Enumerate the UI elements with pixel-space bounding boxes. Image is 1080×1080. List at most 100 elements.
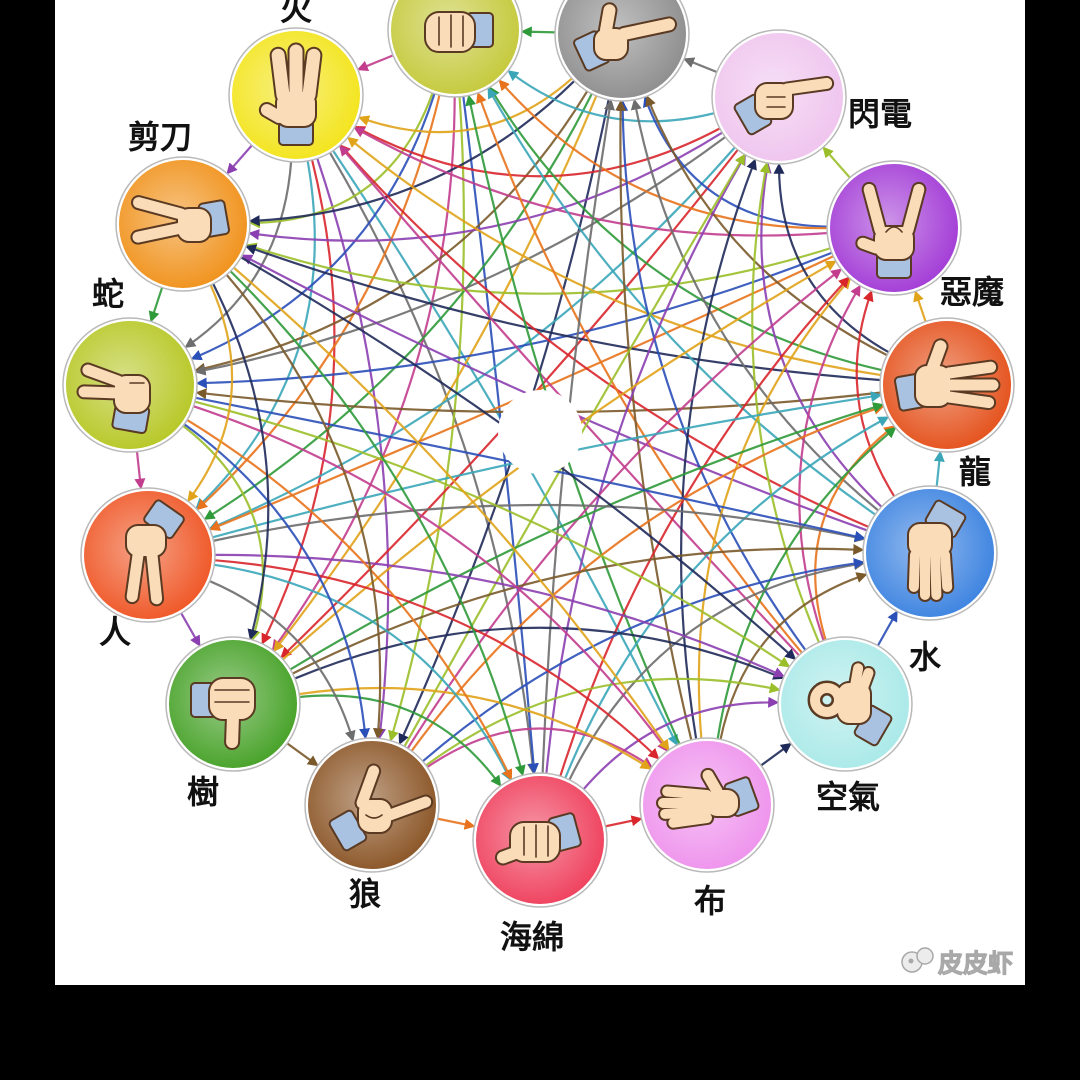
beats-arrow	[643, 95, 829, 228]
gesture-node: 布	[639, 737, 775, 920]
node-label: 布	[694, 882, 726, 920]
node-label: 龍	[959, 453, 991, 491]
beats-arrow	[615, 99, 693, 742]
node-label: 蛇	[92, 275, 124, 313]
beats-arrow	[182, 422, 371, 740]
beats-arrow	[261, 158, 336, 645]
finger	[930, 550, 942, 600]
gesture-node: 蛇	[62, 275, 198, 453]
finger	[863, 183, 886, 236]
beats-arrow	[489, 86, 883, 372]
beats-arrow	[194, 135, 727, 376]
finger-gun-hand-icon	[573, 2, 677, 72]
beats-arrow	[203, 92, 594, 520]
beats-arrow	[913, 290, 927, 323]
beats-arrow	[245, 242, 832, 295]
node-label: 火	[280, 0, 312, 28]
beats-arrow	[545, 153, 746, 775]
finger	[226, 710, 239, 748]
gesture-node: 海綿	[472, 772, 608, 956]
finger	[927, 340, 947, 373]
pipixia-logo-icon	[901, 947, 934, 973]
beats-arrow	[582, 696, 780, 791]
beats-arrow	[190, 92, 436, 361]
beats-arrow	[184, 160, 293, 348]
three-fingers-hand-icon	[258, 42, 323, 146]
sponge-fist-hand-icon	[494, 812, 582, 866]
gesture-node	[554, 0, 690, 102]
finger	[943, 391, 995, 409]
finger	[668, 813, 712, 828]
claw-hand-icon	[328, 763, 434, 852]
beats-arrow	[814, 425, 896, 642]
finger	[496, 846, 524, 864]
dragon-hand-icon	[893, 338, 1001, 412]
beats-arrow	[697, 277, 852, 740]
finger	[146, 549, 163, 605]
beats-arrow	[245, 244, 882, 382]
gesture-node: 空氣	[777, 636, 913, 816]
finger	[356, 765, 380, 809]
flat-hand-icon	[656, 767, 760, 830]
beats-arrow	[211, 282, 270, 641]
beats-arrow	[225, 273, 384, 740]
beats-arrow	[291, 544, 865, 675]
beats-arrow	[876, 610, 898, 648]
beats-arrow	[421, 558, 865, 763]
beats-arrow	[683, 57, 719, 74]
beats-arrow	[285, 741, 319, 767]
finger	[781, 77, 833, 95]
beats-arrow	[425, 727, 653, 769]
beats-arrow	[293, 626, 785, 680]
beats-arrow	[192, 404, 669, 752]
finger	[126, 549, 144, 603]
beats-arrow	[232, 266, 670, 751]
node-label: 閃電	[848, 95, 912, 133]
gesture-node: 狼	[304, 737, 440, 913]
beats-arrow	[195, 251, 834, 389]
node-label: 狼	[349, 875, 381, 913]
v-sign-hand-icon	[130, 195, 231, 245]
beats-arrow	[933, 450, 945, 488]
watermark: 皮皮虾	[901, 947, 1014, 979]
finger	[908, 550, 920, 592]
beats-arrow	[798, 284, 861, 642]
beats-arrow	[208, 579, 356, 742]
finger	[384, 796, 432, 821]
beats-arrow	[760, 161, 883, 509]
beats-arrow	[424, 677, 781, 767]
beats-arrow	[181, 424, 264, 642]
beats-arrow	[476, 91, 804, 655]
beats-arrow	[229, 269, 526, 777]
beats-arrow	[604, 815, 643, 828]
arrow-layer	[134, 26, 945, 830]
snake-hand-icon	[76, 362, 151, 435]
beats-arrow	[213, 559, 660, 760]
fist-hand-icon	[424, 11, 494, 53]
node-label: 樹	[187, 773, 219, 811]
beats-arrow	[568, 559, 865, 782]
beats-arrow	[353, 127, 829, 237]
node-label: 水	[909, 638, 942, 676]
palm	[125, 524, 167, 558]
beats-arrow	[410, 404, 885, 753]
beats-arrow	[406, 268, 843, 750]
beats-arrow	[339, 144, 870, 529]
finger	[940, 550, 953, 592]
beats-arrow	[179, 611, 201, 647]
beats-arrow	[520, 26, 557, 38]
beats-arrow	[193, 400, 791, 668]
beats-arrow	[248, 79, 576, 227]
finger	[260, 104, 285, 123]
beats-arrow	[498, 79, 829, 230]
beats-arrow	[288, 402, 885, 671]
beats-arrow	[213, 553, 786, 678]
finger	[132, 197, 187, 220]
beats-arrow	[346, 136, 882, 377]
beats-arrow	[194, 89, 589, 374]
two-fingers-down-hand-icon	[124, 499, 185, 607]
gesture-node: 火	[228, 0, 364, 163]
watermark-text: 皮皮虾	[938, 949, 1013, 978]
